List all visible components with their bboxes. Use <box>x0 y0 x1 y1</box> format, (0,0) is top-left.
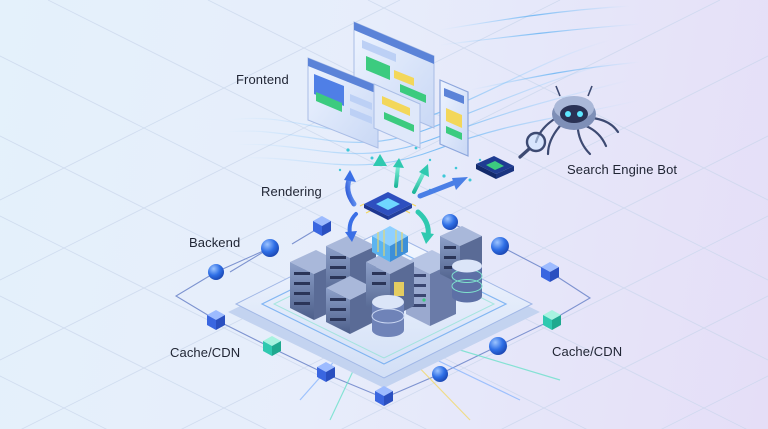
database-cylinder-2 <box>451 259 483 303</box>
frontend-screen-left <box>307 57 379 149</box>
database-cylinder-1 <box>371 295 405 337</box>
network-nodes <box>208 214 509 382</box>
network-node <box>261 239 279 257</box>
render-arrows <box>344 154 434 244</box>
rendering-label: Rendering <box>261 184 322 199</box>
cache-cdn-label-left: Cache/CDN <box>170 345 241 360</box>
cache-cube <box>375 386 393 406</box>
network-node <box>432 366 448 382</box>
cache-cdn-label-right: Cache/CDN <box>552 344 623 359</box>
frontend-phone <box>439 79 469 157</box>
cache-cube <box>313 216 331 236</box>
network-node <box>489 337 507 355</box>
frontend-label: Frontend <box>236 72 289 87</box>
cache-cube <box>541 262 559 282</box>
cache-cube <box>263 336 281 356</box>
data-chip <box>476 156 514 179</box>
cache-cube <box>207 310 225 330</box>
render-core <box>372 226 408 262</box>
network-node <box>442 214 458 230</box>
network-node <box>208 264 224 280</box>
crawl-arrow <box>417 177 468 199</box>
render-chip <box>359 192 417 220</box>
cache-cubes <box>207 216 561 406</box>
network-node <box>491 237 509 255</box>
backend-label: Backend <box>189 235 241 250</box>
spider-bot <box>534 85 620 156</box>
frontend-screen-mid <box>373 83 421 149</box>
data-particles <box>338 136 482 192</box>
search-engine-bot-label: Search Engine Bot <box>567 162 678 177</box>
cache-cube <box>317 362 335 382</box>
magnifier-icon <box>518 131 547 159</box>
cache-cube <box>543 310 561 330</box>
